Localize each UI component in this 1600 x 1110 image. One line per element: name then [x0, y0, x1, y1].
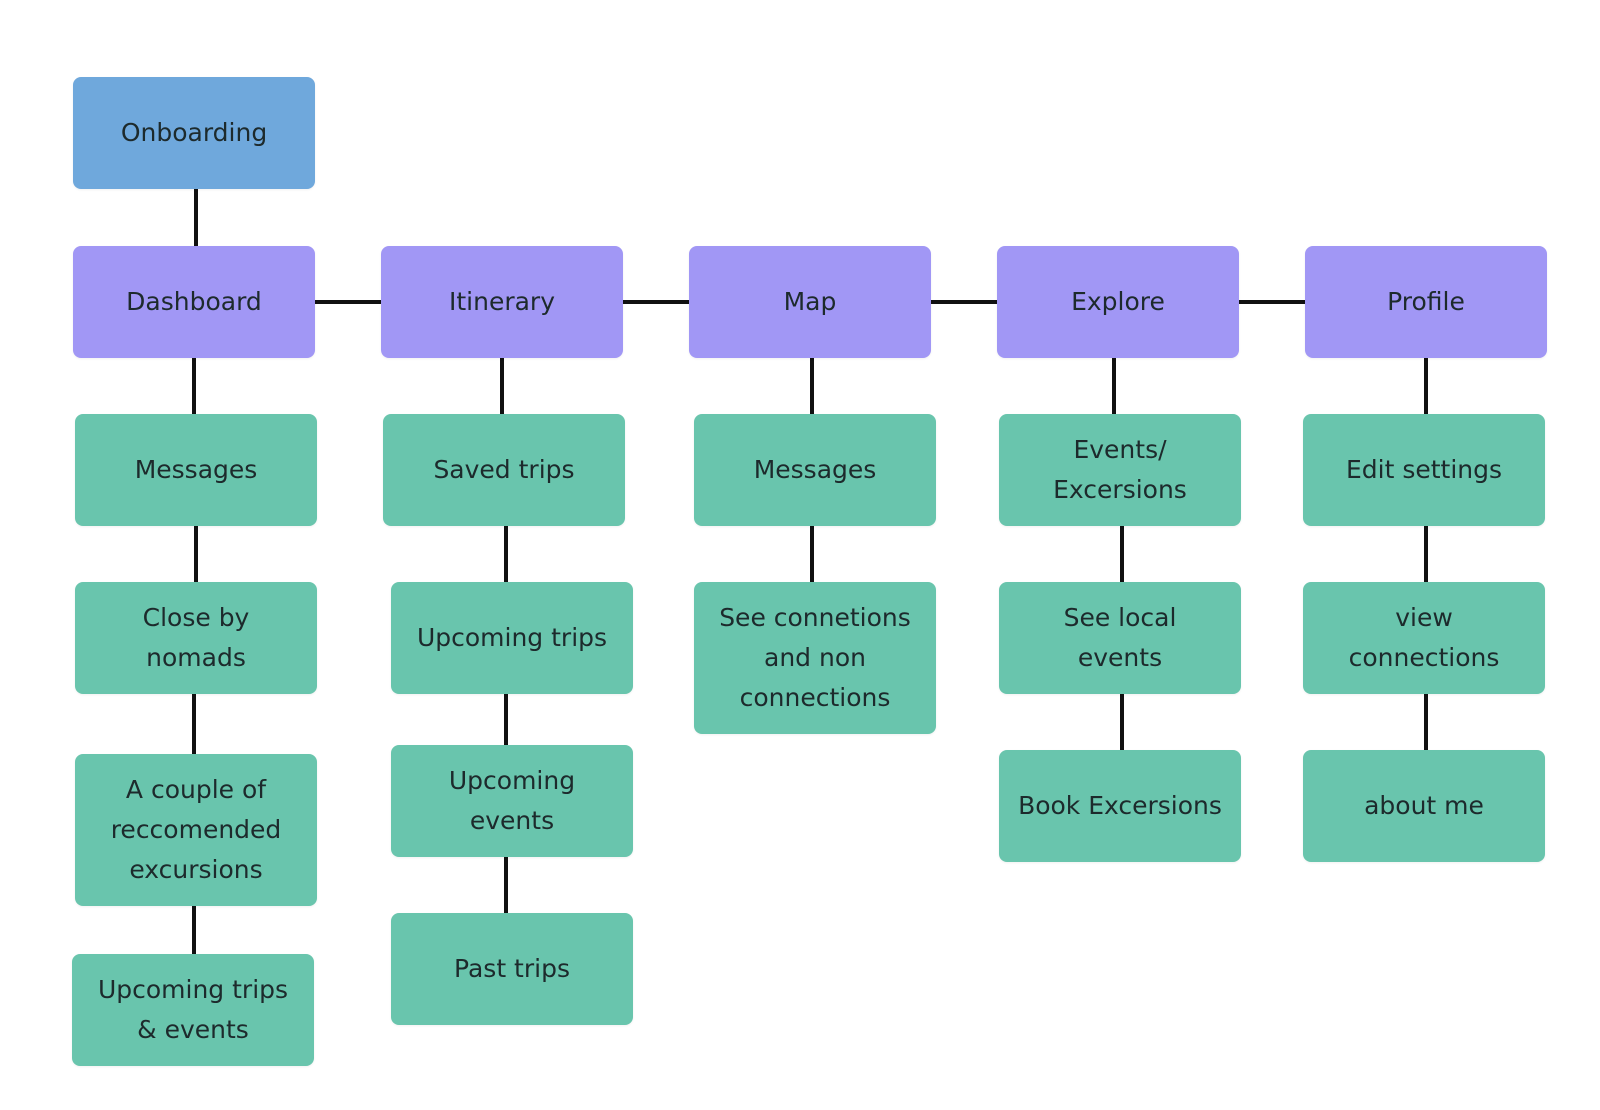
node-label: Itinerary — [448, 287, 556, 316]
node-upcoming-trips: Upcoming trips — [391, 582, 633, 694]
node-events-excursions: Events/ Excersions — [999, 414, 1241, 526]
node-recommended-excursions: A couple of reccomended excursions — [75, 754, 317, 906]
node-saved-trips: Saved trips — [383, 414, 625, 526]
node-label: Saved trips — [433, 455, 575, 484]
node-onboarding: Onboarding — [73, 77, 315, 189]
node-label: Onboarding — [120, 118, 268, 147]
node-label: A couple of reccomended excursions — [110, 775, 282, 884]
node-upcoming-trips-events: Upcoming trips & events — [72, 954, 314, 1066]
node-label: Dashboard — [126, 287, 262, 316]
node-upcoming-events: Upcoming events — [391, 745, 633, 857]
node-label: Profile — [1387, 287, 1465, 316]
node-itinerary: Itinerary — [381, 246, 623, 358]
node-label: view connections — [1348, 603, 1500, 672]
node-label: Book Excersions — [1018, 791, 1222, 820]
node-past-trips: Past trips — [391, 913, 633, 1025]
node-label: Past trips — [454, 954, 570, 983]
node-label: Map — [783, 287, 837, 316]
node-label: Messages — [134, 455, 258, 484]
node-view-connections: view connections — [1303, 582, 1545, 694]
node-profile: Profile — [1305, 246, 1547, 358]
node-label: Events/ Excersions — [1053, 435, 1187, 504]
node-label: Edit settings — [1345, 455, 1503, 484]
node-book-excursions: Book Excersions — [999, 750, 1241, 862]
node-see-local-events: See local events — [999, 582, 1241, 694]
node-dashboard-messages: Messages — [75, 414, 317, 526]
node-map-messages: Messages — [694, 414, 936, 526]
node-label: See connetions and non connections — [719, 603, 911, 712]
node-edit-settings: Edit settings — [1303, 414, 1545, 526]
node-label: Close by nomads — [142, 603, 250, 672]
node-explore: Explore — [997, 246, 1239, 358]
node-label: Messages — [753, 455, 877, 484]
node-label: Explore — [1071, 287, 1165, 316]
node-label: Upcoming trips & events — [97, 975, 289, 1044]
node-label: about me — [1364, 791, 1484, 820]
node-close-by-nomads: Close by nomads — [75, 582, 317, 694]
node-map: Map — [689, 246, 931, 358]
node-label: Upcoming trips — [416, 623, 608, 652]
node-see-connections: See connetions and non connections — [694, 582, 936, 734]
node-label: Upcoming events — [448, 766, 576, 835]
node-dashboard: Dashboard — [73, 246, 315, 358]
node-label: See local events — [1063, 603, 1177, 672]
node-about-me: about me — [1303, 750, 1545, 862]
